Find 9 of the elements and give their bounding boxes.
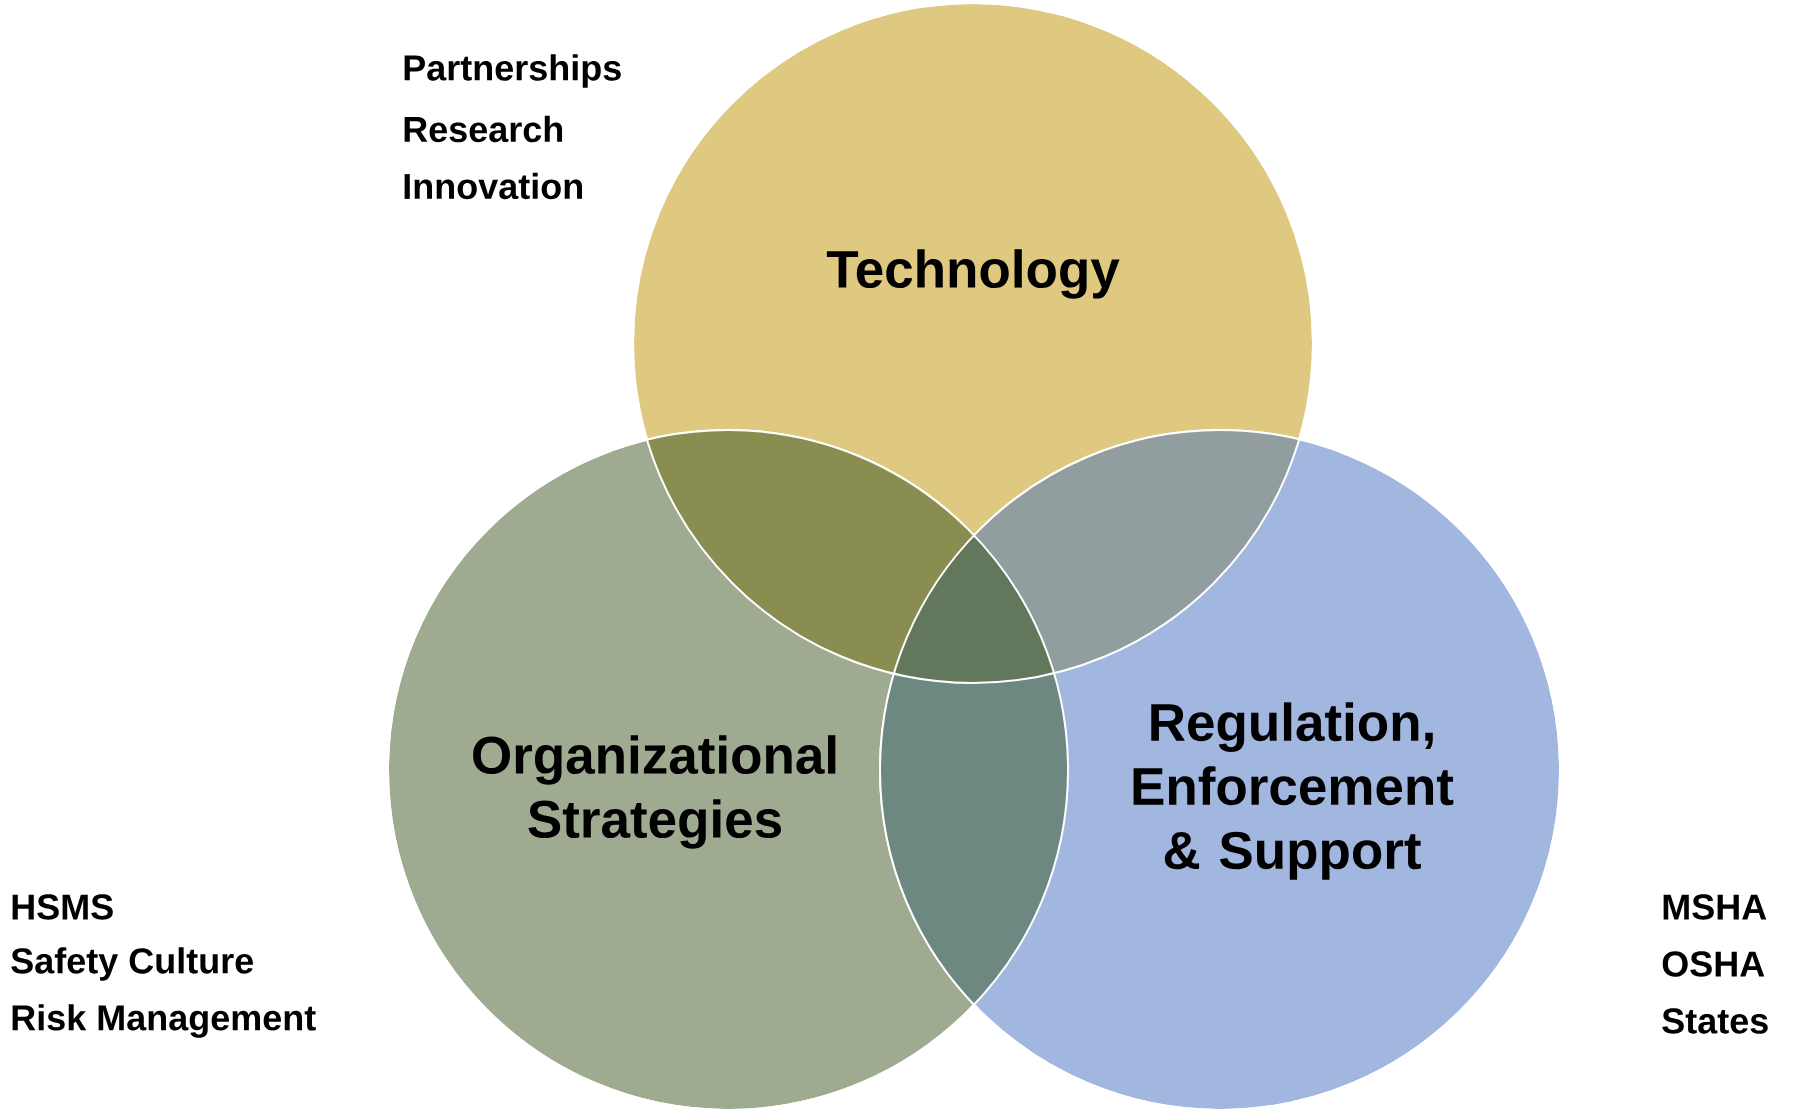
side-note: States — [1662, 1008, 1768, 1034]
side-note: MSHA — [1663, 894, 1767, 920]
side-note: OSHA — [1662, 951, 1765, 977]
side-note: Risk Management — [12, 1004, 316, 1038]
side-note: Partnerships — [404, 54, 621, 88]
side-note: Innovation — [404, 172, 582, 200]
side-note: Research — [404, 115, 563, 143]
side-note: HSMS — [12, 894, 113, 920]
side-note: Safety Culture — [11, 947, 253, 981]
